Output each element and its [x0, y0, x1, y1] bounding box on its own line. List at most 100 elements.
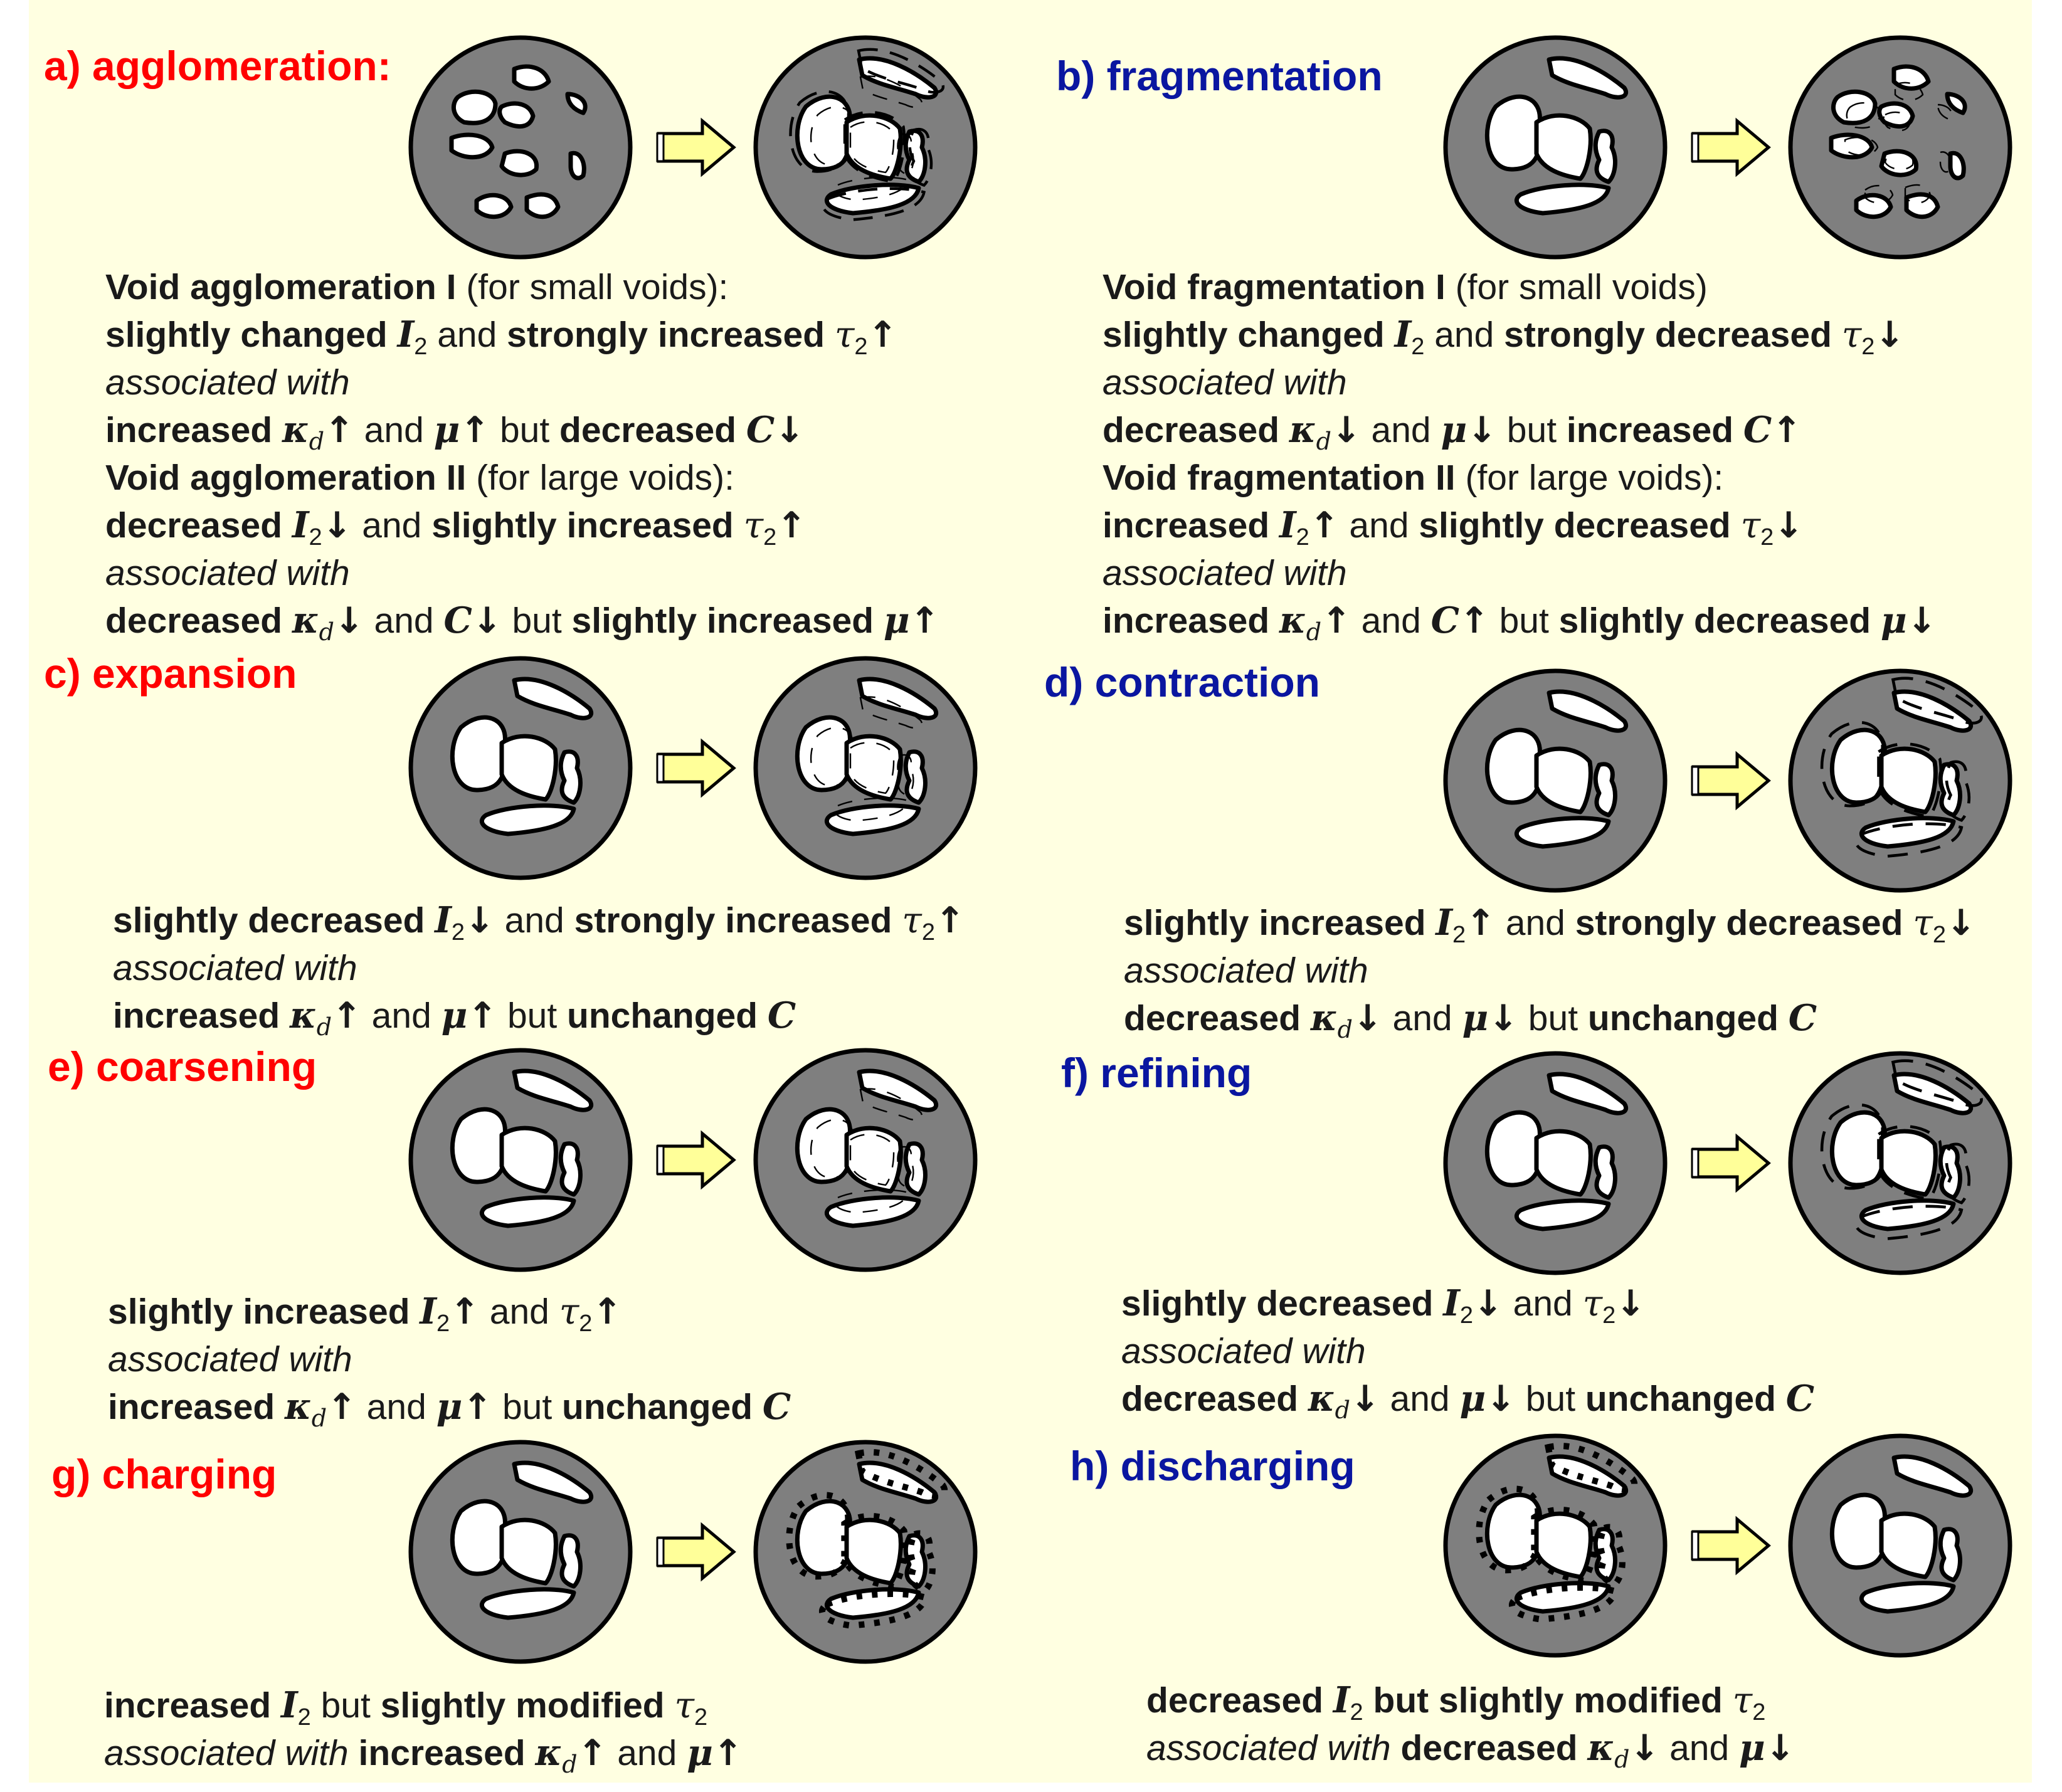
text-line: decreased I2↓ and slightly increased τ2↑	[105, 502, 939, 549]
text-run: d	[311, 1405, 327, 1432]
void	[499, 1125, 558, 1194]
text-run: I	[435, 899, 452, 941]
text-run: Void fragmentation I	[1102, 267, 1446, 307]
disc-before	[408, 656, 633, 880]
title-a-agglomeration: a) agglomeration:	[44, 43, 391, 89]
text-line: increased κd↑ and μ↑ but unchanged C	[108, 1383, 791, 1431]
text-run: 2	[436, 1310, 450, 1337]
void-inner-line	[833, 797, 909, 822]
text-run: μ	[1462, 997, 1489, 1039]
text-run: associated with	[113, 948, 357, 988]
arrow-tail	[1691, 132, 1700, 162]
text-run: 2	[1411, 334, 1425, 360]
text-run: 2	[414, 334, 428, 360]
text-block-d: slightly increased I2↑ and strongly decr…	[1124, 899, 1976, 1042]
text-run: d	[1316, 428, 1331, 455]
void	[1593, 129, 1617, 184]
text-run: slightly changed	[105, 315, 398, 355]
text-run: ↓	[1629, 1727, 1660, 1769]
void-inner-line	[849, 1134, 895, 1186]
text-run: and	[364, 601, 444, 641]
void-outline-dashed	[857, 48, 945, 94]
title-b-fragmentation: b) fragmentation	[1056, 53, 1383, 99]
text-run: 2	[854, 334, 868, 360]
void	[474, 192, 514, 219]
void	[480, 1587, 576, 1620]
void	[795, 715, 853, 793]
text-line: slightly changed I2 and strongly decreas…	[1102, 311, 1937, 359]
text-run: ↑	[1309, 505, 1340, 546]
text-run: κ	[285, 1386, 312, 1428]
text-run: unchanged	[1585, 1379, 1786, 1419]
void-inner-line	[833, 1189, 909, 1214]
text-run: ↑	[467, 995, 498, 1036]
text-run: μ	[441, 994, 468, 1036]
transition-arrow	[1691, 117, 1771, 177]
void-inner-line	[849, 742, 895, 794]
void-inner-line	[1939, 151, 1952, 173]
void-inner-line	[897, 1146, 914, 1189]
text-run: ↑	[577, 1732, 608, 1774]
text-line: decreased κd↓ and C↓ but slightly increa…	[105, 597, 939, 645]
text-run: and	[1424, 315, 1504, 355]
transition-arrow	[1691, 1515, 1771, 1576]
text-run: slightly increased	[1124, 903, 1436, 943]
void	[1859, 816, 1956, 849]
text-run: 2	[921, 919, 935, 946]
text-run: and	[354, 410, 434, 450]
text-run: increased	[108, 1387, 285, 1427]
text-line: associated with	[105, 549, 939, 597]
text-run: μ	[433, 409, 460, 451]
void	[1891, 1072, 1973, 1115]
text-run: slightly changed	[1102, 315, 1395, 355]
void	[558, 1533, 583, 1589]
text-run: and	[352, 505, 432, 546]
void	[1546, 1454, 1628, 1498]
text-run: κ	[1308, 1378, 1335, 1420]
text-line: Void agglomeration II (for large voids):	[105, 454, 939, 502]
diagram-g	[408, 1440, 978, 1664]
text-line: Void agglomeration I (for small voids):	[105, 263, 939, 311]
diagram-b	[1443, 35, 2012, 260]
arrow-tail	[656, 132, 665, 162]
text-run: d	[1335, 1396, 1350, 1424]
transition-arrow	[1691, 751, 1771, 811]
void	[1484, 1110, 1543, 1188]
text-run: decreased	[1102, 410, 1289, 450]
charge-marks	[786, 1492, 852, 1580]
void	[450, 1107, 508, 1184]
text-line: increased κd↑ and μ↑ but decreased C↓	[105, 406, 939, 454]
text-run: C	[1788, 997, 1817, 1039]
text-block-c: slightly decreased I2↓ and strongly incr…	[113, 897, 965, 1040]
void	[857, 677, 938, 720]
text-run: ↑	[327, 1386, 357, 1428]
void-inner-line	[1883, 111, 1911, 132]
text-run: τ	[1740, 505, 1761, 546]
text-run: associated with	[105, 553, 350, 593]
text-run: 2	[1760, 524, 1774, 551]
text-run: but	[492, 1387, 563, 1427]
void-inner-line	[1937, 103, 1953, 121]
text-run: 2	[579, 1310, 593, 1337]
text-run: increased	[1566, 410, 1743, 450]
text-run: μ	[687, 1732, 713, 1774]
void-outline-dashed	[1891, 677, 1983, 725]
text-run: ↑	[1321, 600, 1351, 641]
text-run: d	[309, 428, 325, 455]
text-line: associated with increased κd↑ and μ↑	[104, 1729, 743, 1777]
void-inner-line	[1904, 184, 1932, 204]
void	[1515, 182, 1611, 216]
text-run: 2	[309, 524, 322, 551]
void-inner-line	[1894, 82, 1924, 102]
text-run: ↓	[465, 900, 495, 941]
text-run: associated with	[108, 1339, 352, 1379]
text-run: slightly modified	[380, 1685, 675, 1726]
text-run: but	[1489, 601, 1559, 641]
text-run: ↓	[1488, 998, 1518, 1039]
void	[1879, 746, 1938, 814]
void	[1938, 762, 1962, 818]
text-run: and	[1382, 998, 1462, 1038]
arrow-tail	[1691, 1148, 1700, 1178]
void	[568, 150, 586, 181]
arrow-tail	[656, 753, 665, 783]
